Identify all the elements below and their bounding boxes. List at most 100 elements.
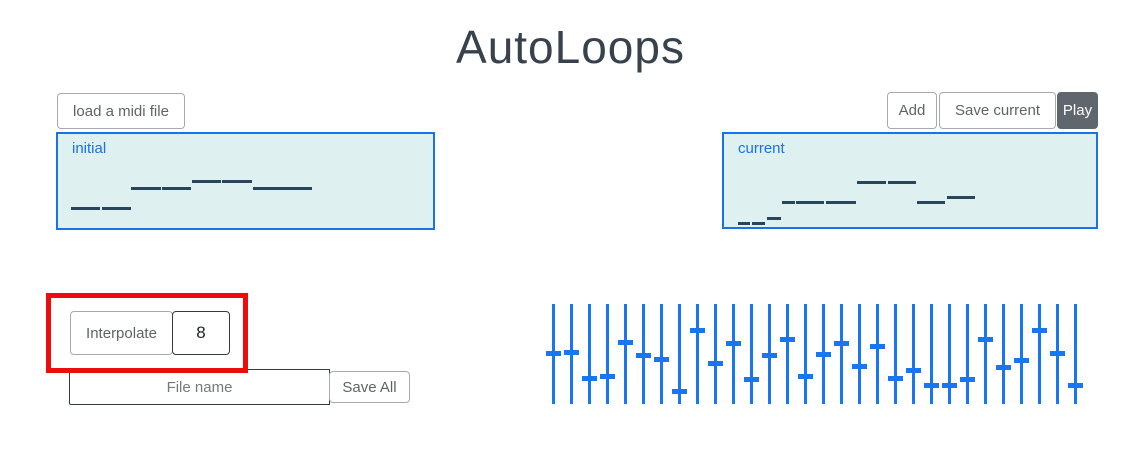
vertical-slider[interactable] bbox=[798, 304, 813, 404]
slider-track bbox=[840, 304, 843, 404]
slider-thumb[interactable] bbox=[816, 351, 831, 357]
slider-track bbox=[984, 304, 987, 404]
slider-thumb[interactable] bbox=[744, 376, 759, 382]
slider-track bbox=[624, 304, 627, 404]
add-button[interactable]: Add bbox=[887, 92, 937, 129]
vertical-slider[interactable] bbox=[870, 304, 885, 404]
midi-note bbox=[192, 180, 221, 183]
vertical-slider[interactable] bbox=[978, 304, 993, 404]
slider-thumb[interactable] bbox=[834, 340, 849, 346]
vertical-slider[interactable] bbox=[636, 304, 651, 404]
vertical-slider[interactable] bbox=[924, 304, 939, 404]
slider-thumb[interactable] bbox=[600, 373, 615, 379]
slider-track bbox=[732, 304, 735, 404]
play-button[interactable]: Play bbox=[1057, 92, 1098, 129]
vertical-slider[interactable] bbox=[996, 304, 1011, 404]
current-panel-label: current bbox=[738, 140, 785, 157]
slider-thumb[interactable] bbox=[618, 339, 633, 345]
slider-thumb[interactable] bbox=[780, 336, 795, 342]
slider-thumb[interactable] bbox=[852, 363, 867, 369]
vertical-slider[interactable] bbox=[1032, 304, 1047, 404]
initial-pianoroll-panel: initial bbox=[56, 132, 435, 230]
save-all-button[interactable]: Save All bbox=[329, 371, 410, 403]
slider-track bbox=[750, 304, 753, 404]
slider-track bbox=[588, 304, 591, 404]
slider-track bbox=[912, 304, 915, 404]
vertical-slider[interactable] bbox=[960, 304, 975, 404]
slider-thumb[interactable] bbox=[942, 382, 957, 388]
slider-thumb[interactable] bbox=[708, 360, 723, 366]
midi-note bbox=[767, 217, 781, 220]
slider-thumb[interactable] bbox=[690, 327, 705, 333]
slider-thumb[interactable] bbox=[1050, 350, 1065, 356]
midi-note bbox=[857, 181, 886, 184]
midi-note bbox=[162, 187, 191, 190]
midi-note bbox=[253, 187, 312, 190]
slider-thumb[interactable] bbox=[1068, 382, 1083, 388]
vertical-slider[interactable] bbox=[762, 304, 777, 404]
slider-thumb[interactable] bbox=[546, 350, 561, 356]
slider-thumb[interactable] bbox=[672, 388, 687, 394]
slider-thumb[interactable] bbox=[960, 376, 975, 382]
slider-track bbox=[1020, 304, 1023, 404]
slider-track bbox=[894, 304, 897, 404]
vertical-slider[interactable] bbox=[942, 304, 957, 404]
vertical-slider[interactable] bbox=[1014, 304, 1029, 404]
midi-note bbox=[826, 201, 856, 204]
vertical-slider[interactable] bbox=[546, 304, 561, 404]
midi-note bbox=[888, 181, 916, 184]
slider-thumb[interactable] bbox=[924, 382, 939, 388]
slider-thumb[interactable] bbox=[582, 375, 597, 381]
slider-thumb[interactable] bbox=[906, 367, 921, 373]
slider-track bbox=[804, 304, 807, 404]
vertical-slider[interactable] bbox=[600, 304, 615, 404]
slider-thumb[interactable] bbox=[888, 375, 903, 381]
vertical-slider[interactable] bbox=[582, 304, 597, 404]
interpolate-button[interactable]: Interpolate bbox=[70, 311, 173, 355]
interpolate-steps-input[interactable] bbox=[172, 311, 230, 355]
vertical-slider[interactable] bbox=[906, 304, 921, 404]
vertical-slider[interactable] bbox=[618, 304, 633, 404]
vertical-slider[interactable] bbox=[780, 304, 795, 404]
page-title: AutoLoops bbox=[456, 21, 685, 73]
midi-note bbox=[782, 201, 795, 204]
slider-thumb[interactable] bbox=[726, 340, 741, 346]
slider-thumb[interactable] bbox=[762, 352, 777, 358]
save-current-button[interactable]: Save current bbox=[939, 92, 1056, 129]
vertical-slider[interactable] bbox=[654, 304, 669, 404]
load-midi-file-button[interactable]: load a midi file bbox=[57, 93, 185, 129]
slider-track bbox=[786, 304, 789, 404]
slider-thumb[interactable] bbox=[1032, 327, 1047, 333]
slider-thumb[interactable] bbox=[870, 343, 885, 349]
slider-thumb[interactable] bbox=[636, 352, 651, 358]
vertical-slider[interactable] bbox=[744, 304, 759, 404]
slider-thumb[interactable] bbox=[798, 373, 813, 379]
vertical-slider[interactable] bbox=[690, 304, 705, 404]
slider-track bbox=[948, 304, 951, 404]
slider-track bbox=[696, 304, 699, 404]
current-pianoroll-panel: current bbox=[722, 132, 1098, 229]
vertical-slider[interactable] bbox=[726, 304, 741, 404]
vertical-slider[interactable] bbox=[888, 304, 903, 404]
slider-thumb[interactable] bbox=[654, 356, 669, 362]
slider-track bbox=[714, 304, 717, 404]
slider-track bbox=[966, 304, 969, 404]
slider-track bbox=[930, 304, 933, 404]
slider-track bbox=[678, 304, 681, 404]
slider-thumb[interactable] bbox=[996, 364, 1011, 370]
initial-panel-label: initial bbox=[72, 140, 107, 157]
vertical-slider[interactable] bbox=[834, 304, 849, 404]
vertical-slider[interactable] bbox=[708, 304, 723, 404]
vertical-slider[interactable] bbox=[564, 304, 579, 404]
vertical-slider[interactable] bbox=[816, 304, 831, 404]
filename-input[interactable] bbox=[69, 369, 330, 405]
vertical-slider[interactable] bbox=[852, 304, 867, 404]
slider-thumb[interactable] bbox=[564, 349, 579, 355]
slider-track bbox=[876, 304, 879, 404]
midi-note bbox=[222, 180, 252, 183]
vertical-slider[interactable] bbox=[672, 304, 687, 404]
slider-thumb[interactable] bbox=[1014, 357, 1029, 363]
slider-thumb[interactable] bbox=[978, 336, 993, 342]
vertical-slider[interactable] bbox=[1068, 304, 1083, 404]
vertical-slider[interactable] bbox=[1050, 304, 1065, 404]
